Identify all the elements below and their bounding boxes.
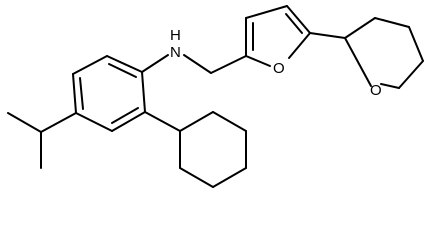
pyran-bond — [374, 17, 410, 28]
amine-h-label: H — [170, 27, 181, 44]
isopropyl-group — [7, 112, 77, 169]
cyclohexane-bond — [179, 111, 214, 132]
pyran-oxygen-label: O — [370, 82, 382, 99]
n-ch2-bond — [183, 54, 212, 74]
pyran-bond — [344, 37, 372, 87]
cyclohexane-bond — [212, 111, 247, 132]
chemical-structure-diagram: H N O O — [7, 5, 424, 188]
pyran-bond — [398, 60, 424, 89]
benzene-bond — [141, 71, 146, 113]
cyclohexyl-link-bond — [144, 111, 181, 132]
benzene-bond — [72, 73, 77, 114]
benzene-bond — [111, 111, 146, 132]
furan-bond — [288, 32, 311, 59]
benzene-double-bond — [79, 77, 84, 110]
aryl-n-bond — [141, 54, 169, 73]
pyran-bond — [344, 17, 376, 39]
benzene-double-bond — [108, 63, 137, 78]
cyclohexane-bond — [212, 167, 247, 188]
isopropyl-bond — [40, 112, 77, 133]
amine-n-label: N — [170, 44, 181, 61]
atom-labels: H N O O — [170, 27, 382, 99]
cyclohexane-bond — [179, 167, 214, 188]
benzene-ring — [72, 55, 146, 132]
isopropyl-methyl-bond — [7, 112, 42, 133]
structure-canvas: H N O O — [7, 5, 424, 188]
furan-oxygen-label: O — [273, 60, 285, 77]
benzene-bond — [72, 55, 108, 75]
pyran-bond — [408, 26, 424, 62]
furan-bond — [245, 55, 271, 67]
benzene-double-bond — [111, 107, 139, 124]
pyran-bond — [380, 83, 400, 89]
furan-ring — [245, 5, 311, 67]
ch2-furan-bond — [210, 55, 247, 74]
cyclohexyl-group — [144, 111, 247, 188]
furan-double-bond — [285, 13, 303, 34]
furan-bond — [245, 5, 288, 19]
furan-pyran-bond — [309, 32, 346, 39]
amine-linker — [141, 54, 247, 74]
furan-bond — [286, 5, 311, 34]
benzene-bond — [106, 55, 143, 73]
benzene-bond — [75, 112, 113, 132]
tetrahydropyran-ring — [309, 17, 424, 89]
